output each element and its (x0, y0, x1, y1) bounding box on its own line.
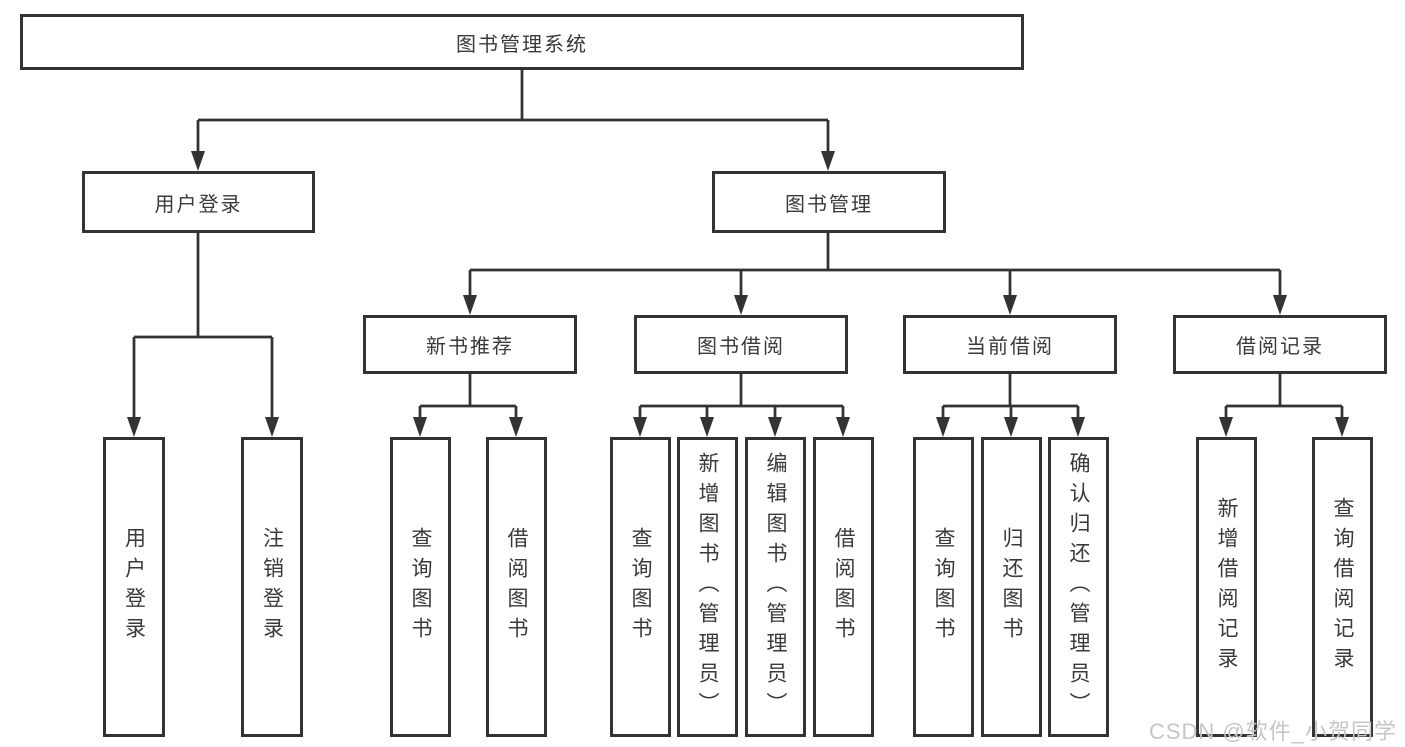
leaf-user-login: 用户登录 (103, 437, 165, 737)
node-root-label: 图书管理系统 (456, 33, 588, 56)
node-book-management-label: 图书管理 (785, 193, 873, 216)
leaf-search-books-current: 查询图书 (913, 437, 974, 737)
leaf-search-borrow-record: 查询借阅记录 (1312, 437, 1373, 737)
leaf-add-borrow-record-label: 新增借阅记录 (1215, 497, 1238, 677)
leaf-search-books-current-label: 查询图书 (932, 527, 955, 647)
leaf-borrow-books-label: 借阅图书 (832, 527, 855, 647)
leaf-confirm-return-admin: 确认归还（管理员） (1048, 437, 1109, 737)
leaf-search-books-recommend-label: 查询图书 (409, 527, 432, 647)
node-book-borrow: 图书借阅 (634, 315, 848, 374)
node-book-borrow-label: 图书借阅 (697, 336, 785, 358)
node-book-management: 图书管理 (712, 171, 946, 233)
leaf-search-books-borrow-label: 查询图书 (629, 527, 652, 647)
leaf-borrow-books-recommend-label: 借阅图书 (505, 527, 528, 647)
leaf-add-borrow-record: 新增借阅记录 (1196, 437, 1257, 737)
node-root: 图书管理系统 (20, 14, 1024, 70)
leaf-search-borrow-record-label: 查询借阅记录 (1331, 497, 1354, 677)
leaf-confirm-return-admin-label: 确认归还（管理员） (1067, 452, 1090, 722)
leaf-search-books-recommend: 查询图书 (390, 437, 451, 737)
leaf-return-book-label: 归还图书 (1000, 527, 1023, 647)
node-borrow-records: 借阅记录 (1173, 315, 1387, 374)
leaf-user-login-label: 用户登录 (122, 527, 146, 647)
leaf-borrow-books-recommend: 借阅图书 (486, 437, 547, 737)
node-new-book-recommend-label: 新书推荐 (426, 336, 514, 358)
csdn-watermark: CSDN @软件_小贺同学 (1148, 719, 1397, 744)
node-current-borrow-label: 当前借阅 (966, 336, 1054, 358)
leaf-add-book-admin: 新增图书（管理员） (677, 437, 738, 737)
leaf-logout-label: 注销登录 (260, 527, 284, 647)
node-borrow-records-label: 借阅记录 (1236, 336, 1324, 358)
node-current-borrow: 当前借阅 (903, 315, 1117, 374)
leaf-return-book: 归还图书 (981, 437, 1042, 737)
node-new-book-recommend: 新书推荐 (363, 315, 577, 374)
node-user-login-label: 用户登录 (154, 193, 243, 216)
leaf-edit-book-admin-label: 编辑图书（管理员） (764, 452, 787, 722)
leaf-search-books-borrow: 查询图书 (610, 437, 671, 737)
leaf-edit-book-admin: 编辑图书（管理员） (745, 437, 806, 737)
leaf-borrow-books: 借阅图书 (813, 437, 874, 737)
leaf-logout: 注销登录 (241, 437, 303, 737)
node-user-login: 用户登录 (82, 171, 315, 233)
leaf-add-book-admin-label: 新增图书（管理员） (696, 452, 719, 722)
